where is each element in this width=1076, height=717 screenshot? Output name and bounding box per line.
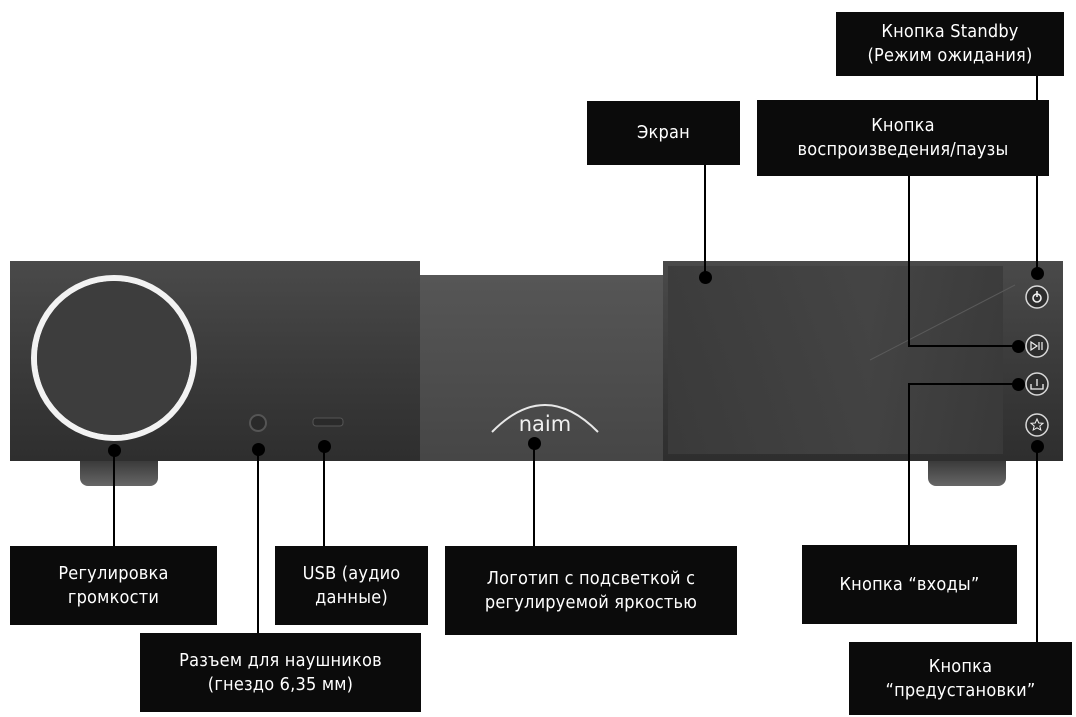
screen-label: Экран xyxy=(587,101,740,165)
inputs-leader-dot xyxy=(1011,377,1025,391)
logo-label: Логотип с подсветкой с регулируемой ярко… xyxy=(445,546,737,635)
volume-leader-dot xyxy=(107,443,121,457)
standby-label: Кнопка Standby (Режим ожидания) xyxy=(836,12,1064,76)
usb-port[interactable] xyxy=(312,417,344,427)
center-panel xyxy=(420,275,665,461)
screen-glare xyxy=(869,284,1016,361)
presets-label: Кнопка “предустановки” xyxy=(849,642,1072,715)
headphones-leader-line xyxy=(257,449,259,633)
inputs-label: Кнопка “входы” xyxy=(802,545,1017,624)
volume-knob-face[interactable] xyxy=(37,281,191,435)
play-pause-label: Кнопка воспроизведения/паузы xyxy=(757,100,1049,176)
volume-leader-line xyxy=(113,450,115,546)
play-pause-label-line1: Кнопка xyxy=(871,115,935,136)
usb-leader-dot xyxy=(317,439,331,453)
volume-label-line1: Регулировка xyxy=(58,562,169,584)
standby-label-line1: Кнопка Standby xyxy=(881,21,1019,42)
standby-button[interactable] xyxy=(1025,285,1049,309)
play-pause-icon xyxy=(1030,340,1043,352)
logo-arc xyxy=(491,404,599,433)
standby-label-line2: (Режим ожидания) xyxy=(867,45,1033,66)
usb-label-line2: данные) xyxy=(315,586,388,608)
presets-leader-line xyxy=(1036,446,1038,642)
preset-button[interactable] xyxy=(1025,413,1049,437)
inputs-leader-line-h xyxy=(908,383,1018,385)
usb-label: USB (аудио данные) xyxy=(275,546,428,625)
volume-label: Регулировка громкости xyxy=(10,546,217,625)
screen-label-line1: Экран xyxy=(637,122,690,143)
logo-leader-dot xyxy=(527,436,541,450)
usb-leader-line xyxy=(323,446,325,546)
headphones-label: Разъем для наушников (гнездо 6,35 мм) xyxy=(140,633,421,712)
presets-label-line1: Кнопка xyxy=(928,655,993,677)
play-pause-leader-line-h xyxy=(908,345,1018,347)
play-pause-leader-line-v xyxy=(908,174,910,346)
standby-leader-dot xyxy=(1030,266,1044,280)
volume-label-line2: громкости xyxy=(67,586,160,608)
logo-leader-line xyxy=(533,443,535,547)
power-icon xyxy=(1032,291,1042,303)
screen-leader-line xyxy=(704,163,706,277)
usb-label-line1: USB (аудио xyxy=(302,562,401,584)
presets-label-line2: “предустановки” xyxy=(885,679,1036,701)
inputs-button[interactable] xyxy=(1025,372,1049,396)
inputs-label-line1: Кнопка “входы” xyxy=(839,573,980,595)
play-pause-leader-dot xyxy=(1011,339,1025,353)
naim-logo: naim xyxy=(519,412,571,436)
star-icon xyxy=(1029,417,1045,432)
inputs-leader-line-v xyxy=(908,383,910,545)
presets-leader-dot xyxy=(1030,439,1044,453)
logo-label-line2: регулируемой яркостью xyxy=(484,591,698,613)
volume-knob-ring[interactable] xyxy=(31,275,197,441)
play-pause-button[interactable] xyxy=(1025,334,1049,358)
headphones-label-line2: (гнездо 6,35 мм) xyxy=(207,673,354,695)
play-pause-label-line2: воспроизведения/паузы xyxy=(797,139,1009,160)
screen-leader-dot xyxy=(698,270,712,284)
headphones-leader-dot xyxy=(251,442,265,456)
screen xyxy=(668,266,1003,454)
input-tray-icon xyxy=(1030,379,1044,390)
headphone-jack[interactable] xyxy=(249,414,267,432)
logo-label-line1: Логотип с подсветкой с xyxy=(486,567,696,589)
headphones-label-line1: Разъем для наушников xyxy=(179,649,382,671)
